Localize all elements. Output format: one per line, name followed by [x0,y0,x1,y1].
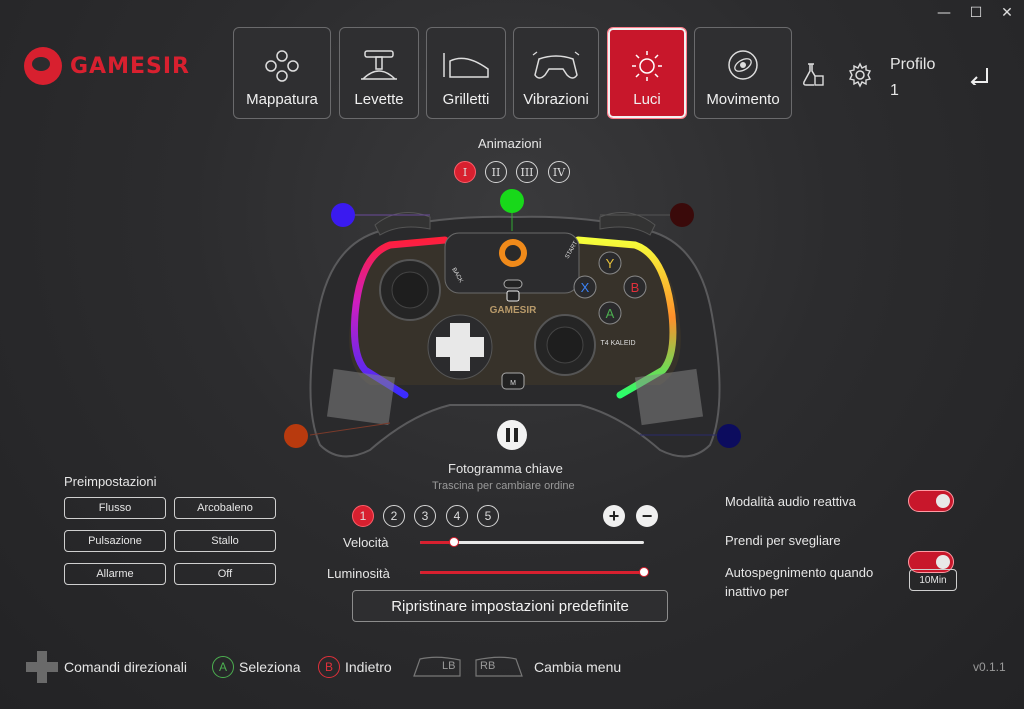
wake-toggle[interactable] [908,551,954,573]
profile-selector[interactable]: Profilo 1 [890,52,935,104]
brightness-label: Luminosità [327,566,390,581]
animation-option-1[interactable]: I [454,161,476,183]
brightness-slider[interactable] [420,567,649,577]
keyframe-title: Fotogramma chiave [448,461,563,476]
gamesir-logo-icon [24,47,62,85]
face-buttons-icon [265,50,299,82]
preset-pulsazione[interactable]: Pulsazione [64,530,166,552]
svg-text:Y: Y [606,256,615,271]
svg-text:GAMESIR: GAMESIR [490,305,537,316]
keyframe-5[interactable]: 5 [477,505,499,527]
animation-option-4[interactable]: IV [548,161,570,183]
tab-vibrazioni[interactable]: Vibrazioni [513,27,599,119]
svg-text:T4 KALEID: T4 KALEID [600,340,635,347]
reset-defaults-button[interactable]: Ripristinare impostazioni predefinite [352,590,668,622]
profile-label: Profilo [890,56,936,73]
keyframe-1[interactable]: 1 [352,505,374,527]
tab-levette[interactable]: Levette [339,27,419,119]
keyframe-2[interactable]: 2 [383,505,405,527]
speed-label: Velocità [343,535,389,550]
rb-button-icon: RB [474,656,524,678]
audio-reactive-toggle[interactable] [908,490,954,512]
svg-text:M: M [510,380,516,387]
tab-label: Vibrazioni [523,91,589,108]
gamesir-logo: GAMESIR [24,46,190,86]
rb-label: RB [480,660,496,672]
animation-option-2[interactable]: II [485,161,507,183]
keyframe-hint: Trascina per cambiare ordine [432,480,575,492]
tab-movimento[interactable]: Movimento [694,27,792,119]
settings-gear-icon[interactable] [846,61,874,89]
lab-icon[interactable] [799,60,827,88]
tab-label: Mappatura [246,91,318,108]
speed-slider[interactable] [420,537,644,547]
preset-stallo[interactable]: Stallo [174,530,276,552]
svg-text:X: X [581,280,590,295]
trigger-icon [443,53,489,78]
tab-grilletti[interactable]: Grilletti [426,27,506,119]
joystick-icon [361,50,397,80]
maximize-button[interactable]: ☐ [969,5,983,21]
lb-label: LB [442,660,456,672]
presets-title: Preimpostazioni [64,474,157,489]
led-point-top-center[interactable] [500,189,524,213]
vibration-icon [532,51,580,79]
sun-icon [632,51,662,81]
a-button-icon: A [212,656,234,678]
keyframe-4[interactable]: 4 [446,505,468,527]
tab-label: Levette [354,91,404,108]
tab-label: Grilletti [442,91,490,108]
svg-text:B: B [631,280,640,295]
add-keyframe-button[interactable]: + [603,505,625,527]
brightness-slider-handle[interactable] [639,567,649,577]
led-point-bottom-right[interactable] [717,424,741,448]
svg-text:A: A [606,306,615,321]
autooff-timer-select[interactable]: 10Min [909,569,957,591]
controller-illustration: BACK START Y X B A GAMESIR T4 KALEID M [309,210,721,458]
gyro-icon [728,50,758,80]
preset-off[interactable]: Off [174,563,276,585]
led-point-top-left[interactable] [331,203,355,227]
minimize-button[interactable]: — [937,5,951,21]
select-hint-label: Seleziona [239,659,301,675]
close-button[interactable]: ✕ [1001,5,1013,21]
led-point-bottom-left[interactable] [284,424,308,448]
tab-label: Movimento [706,91,780,108]
back-arrow-icon[interactable] [968,63,992,87]
tab-label: Luci [633,91,661,108]
keyframe-3[interactable]: 3 [414,505,436,527]
animations-title: Animazioni [478,136,542,151]
b-button-icon: B [318,656,340,678]
lb-button-icon: LB [412,656,462,678]
led-point-top-right[interactable] [670,203,694,227]
wake-label: Prendi per svegliare [725,533,841,548]
preset-allarme[interactable]: Allarme [64,563,166,585]
autooff-label-line1: Autospegnimento quando [725,565,874,580]
tab-luci[interactable]: Luci [607,27,687,119]
tab-mappatura[interactable]: Mappatura [233,27,331,119]
profile-number: 1 [890,82,899,99]
dpad-icon [24,649,60,690]
audio-reactive-label: Modalità audio reattiva [725,494,856,509]
back-hint-label: Indietro [345,659,392,675]
animation-option-3[interactable]: III [516,161,538,183]
brand-name: GAMESIR [70,53,190,79]
preset-flusso[interactable]: Flusso [64,497,166,519]
dpad-hint-label: Comandi direzionali [64,659,187,675]
speed-slider-handle[interactable] [449,537,459,547]
autooff-label-line2: inattivo per [725,584,789,599]
switch-menu-hint-label: Cambia menu [534,659,622,675]
version-label: v0.1.1 [973,660,1006,674]
autooff-label: Autospegnimento quando inattivo per [725,563,873,601]
remove-keyframe-button[interactable]: − [636,505,658,527]
preset-arcobaleno[interactable]: Arcobaleno [174,497,276,519]
